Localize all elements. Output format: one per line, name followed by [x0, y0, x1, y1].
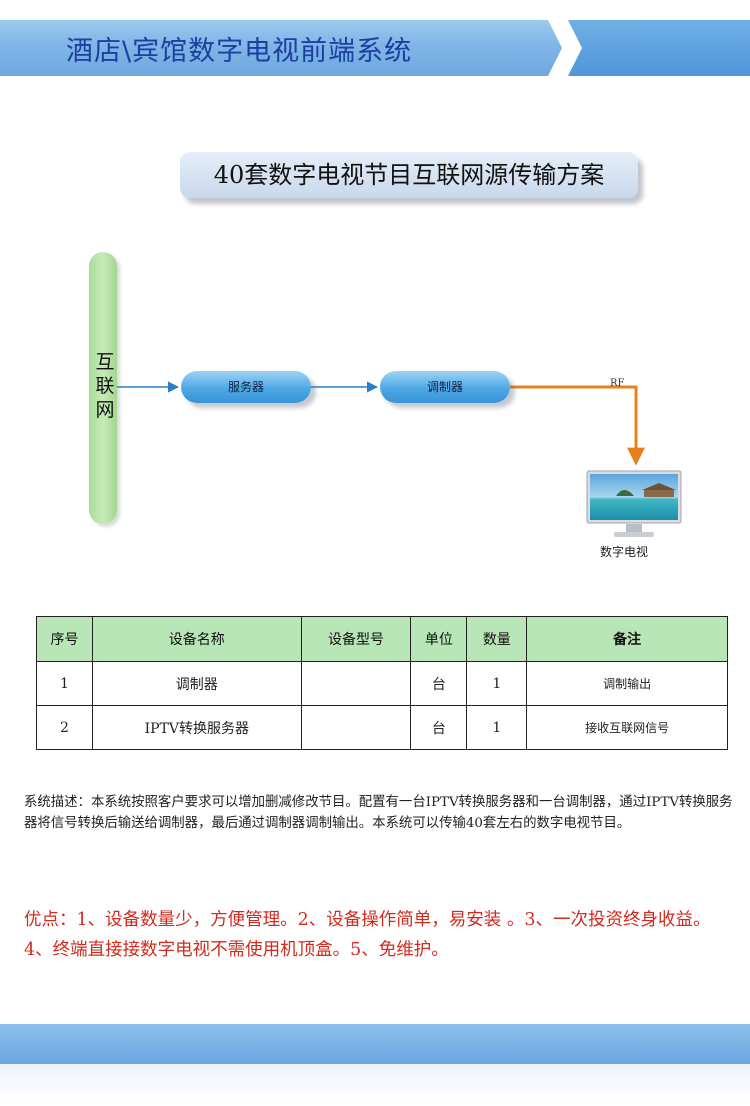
header-unit: 单位 — [410, 616, 468, 662]
connection-lines — [117, 381, 645, 466]
footer-band — [0, 1024, 750, 1064]
page-title: 酒店\宾馆数字电视前端系统 — [66, 36, 413, 67]
server-box: 服务器 — [181, 371, 311, 403]
tv-icon — [586, 470, 682, 537]
cell-device-name: 调制器 — [91, 661, 302, 706]
cell-quantity: 1 — [466, 705, 528, 750]
cell-remarks: 调制输出 — [526, 661, 728, 706]
internet-bar — [89, 252, 117, 524]
cell-device-name: IPTV转换服务器 — [91, 705, 302, 750]
header-banner: 酒店\宾馆数字电视前端系统 — [0, 20, 750, 76]
advantages-text: 优点：1、设备数量少，方便管理。2、设备操作简单，易安装 。3、一次投资终身收益… — [24, 910, 711, 960]
header-remarks: 备注 — [526, 616, 728, 662]
modulator-to-tv-arrow — [510, 385, 645, 466]
cell-quantity: 1 — [466, 661, 528, 706]
table-row: 2 IPTV转换服务器 台 1 接收互联网信号 — [36, 705, 728, 750]
table-row: 1 调制器 台 1 调制输出 — [36, 661, 728, 706]
cell-index: 2 — [36, 705, 93, 750]
header-quantity: 数量 — [466, 616, 528, 662]
internet-label: 互联网 — [95, 351, 115, 421]
diagram-title: 40套数字电视节目互联网源传输方案 — [180, 152, 638, 198]
cell-index: 1 — [36, 661, 93, 706]
cell-model — [300, 705, 412, 750]
banner-tail-band — [568, 20, 750, 76]
system-description: 系统描述：本系统按照客户要求可以增加删减修改节目。配置有一台IPTV转换服务器和… — [24, 795, 733, 831]
cell-unit: 台 — [410, 661, 468, 706]
table-header-row: 序号 设备名称 设备型号 单位 数量 备注 — [36, 616, 728, 662]
header-device-name: 设备名称 — [91, 616, 302, 662]
header-model: 设备型号 — [300, 616, 412, 662]
modulator-box: 调制器 — [380, 371, 510, 403]
header-index: 序号 — [36, 616, 93, 662]
footer-fade — [0, 1064, 750, 1106]
cell-remarks: 接收互联网信号 — [526, 705, 728, 750]
equipment-table: 序号 设备名称 设备型号 单位 数量 备注 1 调制器 台 1 调制输出 2 I… — [36, 616, 728, 750]
rf-label: RF — [610, 378, 625, 389]
cell-model — [300, 661, 412, 706]
banner-main-band — [0, 20, 562, 76]
tv-label: 数字电视 — [600, 545, 649, 559]
cell-unit: 台 — [410, 705, 468, 750]
